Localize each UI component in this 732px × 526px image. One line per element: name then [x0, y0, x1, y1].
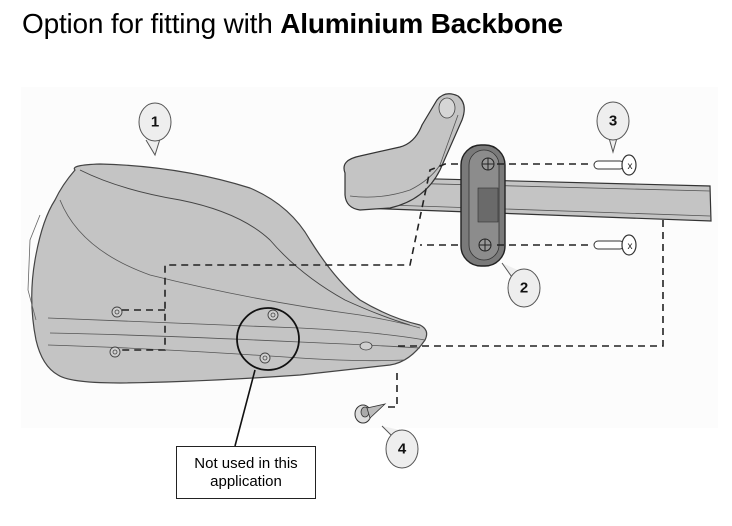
clamp-bracket	[460, 144, 506, 267]
assembly-lines	[120, 163, 664, 408]
page-title: Option for fitting with Aluminium Backbo…	[22, 8, 563, 40]
handguard-shell	[27, 163, 428, 384]
callout-3: 3	[596, 101, 630, 154]
not-used-note: Not used in this application	[176, 446, 316, 499]
lever-bracket	[343, 93, 465, 211]
callout-2-number: 2	[520, 280, 528, 297]
callout-4: 4	[381, 425, 419, 469]
svg-text:x: x	[628, 241, 633, 252]
bolt-lower: x	[593, 234, 637, 256]
svg-text:x: x	[628, 161, 633, 172]
note-text: Not used in this application	[194, 454, 298, 490]
callout-3-number: 3	[609, 113, 617, 130]
title-bold: Aluminium Backbone	[280, 8, 563, 39]
title-prefix: Option for fitting with	[22, 8, 281, 39]
callout-4-number: 4	[398, 441, 407, 458]
unused-holes-highlight	[234, 307, 300, 447]
bolt-upper: x	[593, 154, 637, 176]
aluminium-backbone	[359, 176, 712, 222]
screw-with-washer	[354, 403, 387, 424]
callout-1: 1	[138, 102, 172, 157]
callout-2: 2	[501, 262, 541, 308]
callout-1-number: 1	[151, 114, 159, 131]
